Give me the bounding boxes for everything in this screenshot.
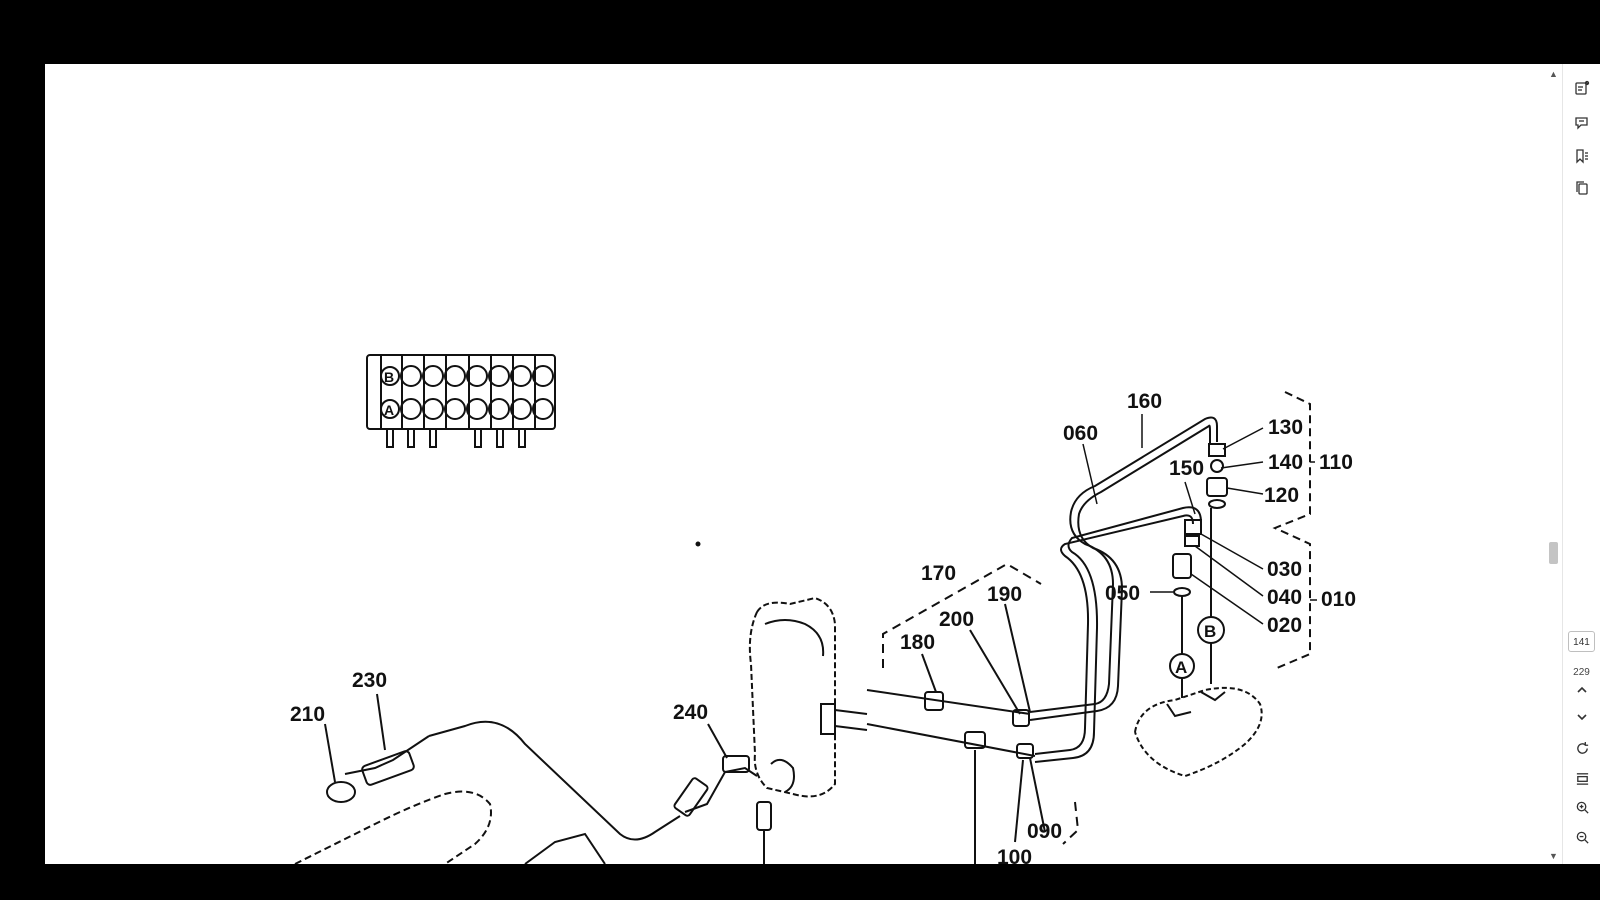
total-pages-label: 229 bbox=[1573, 667, 1590, 678]
rotate-icon[interactable] bbox=[1570, 736, 1594, 760]
part-label-040: 040 bbox=[1267, 586, 1302, 609]
control-valve-block bbox=[366, 354, 556, 448]
part-label-180: 180 bbox=[900, 631, 935, 654]
part-label-160: 160 bbox=[1127, 390, 1162, 413]
current-page-input[interactable]: 141 bbox=[1568, 631, 1595, 652]
comments-icon[interactable] bbox=[1570, 111, 1594, 135]
previous-page-icon[interactable] bbox=[1570, 678, 1594, 702]
valve-row-b-marker: B bbox=[384, 369, 394, 385]
part-label-210: 210 bbox=[290, 703, 325, 726]
part-label-050: 050 bbox=[1105, 582, 1140, 605]
zoom-out-icon[interactable] bbox=[1570, 825, 1594, 849]
bookmarks-icon[interactable] bbox=[1570, 144, 1594, 168]
part-label-230: 230 bbox=[352, 669, 387, 692]
part-label-090: 090 bbox=[1027, 820, 1062, 843]
document-page: A B B A 160 060 130 150 140 110 120 170 … bbox=[45, 64, 1545, 864]
branch-lines bbox=[866, 603, 1046, 864]
part-label-200: 200 bbox=[939, 608, 974, 631]
marker-letters: A B B A bbox=[384, 369, 1216, 677]
part-label-150: 150 bbox=[1169, 457, 1204, 480]
scroll-down-arrow-icon[interactable]: ▼ bbox=[1549, 851, 1558, 861]
part-label-140: 140 bbox=[1268, 451, 1303, 474]
hydraulic-parts-diagram: A B B A 160 060 130 150 140 110 120 170 … bbox=[290, 354, 1356, 864]
bracket-170 bbox=[882, 562, 1080, 845]
fitting-030-040-020-050 bbox=[1172, 519, 1202, 597]
zoom-in-icon[interactable] bbox=[1570, 795, 1594, 819]
part-label-120: 120 bbox=[1264, 484, 1299, 507]
viewer-sidebar: 141 229 bbox=[1562, 64, 1600, 864]
fit-width-icon[interactable] bbox=[1570, 766, 1594, 790]
part-label-100: 100 bbox=[997, 846, 1032, 864]
part-label-010: 010 bbox=[1321, 588, 1356, 611]
port-a-marker: A bbox=[1175, 658, 1187, 677]
vertical-scrollbar[interactable]: ▲ ▼ bbox=[1545, 64, 1562, 864]
valve-body bbox=[748, 596, 868, 864]
part-label-130: 130 bbox=[1268, 416, 1303, 439]
part-labels: 160 060 130 150 140 110 120 170 190 200 … bbox=[290, 390, 1356, 864]
part-label-190: 190 bbox=[987, 583, 1022, 606]
part-label-240: 240 bbox=[673, 701, 708, 724]
valve-row-a-marker: A bbox=[384, 402, 394, 418]
part-label-020: 020 bbox=[1267, 614, 1302, 637]
pipe-loop bbox=[1029, 416, 1218, 763]
properties-icon[interactable] bbox=[1570, 76, 1594, 100]
next-page-icon[interactable] bbox=[1570, 705, 1594, 729]
port-b-marker: B bbox=[1204, 622, 1216, 641]
document-viewer[interactable]: A B B A 160 060 130 150 140 110 120 170 … bbox=[45, 64, 1562, 864]
part-label-030: 030 bbox=[1267, 558, 1302, 581]
assembly-bracket bbox=[1272, 391, 1311, 669]
scroll-up-arrow-icon[interactable]: ▲ bbox=[1549, 69, 1558, 79]
scrollbar-thumb[interactable] bbox=[1549, 542, 1558, 564]
left-hose bbox=[294, 693, 758, 864]
port-connections bbox=[1134, 508, 1263, 778]
part-label-060: 060 bbox=[1063, 422, 1098, 445]
part-label-170: 170 bbox=[921, 562, 956, 585]
pages-icon[interactable] bbox=[1570, 176, 1594, 200]
fitting-130-140-120 bbox=[1206, 443, 1228, 509]
part-label-110: 110 bbox=[1319, 451, 1353, 474]
